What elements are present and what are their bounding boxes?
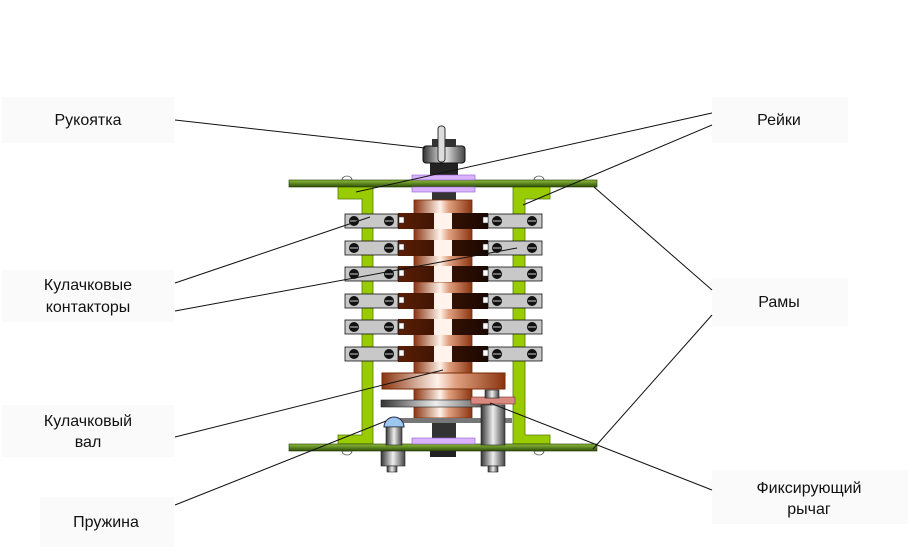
contact-tip-right: [482, 269, 489, 277]
contact-bar-left: [344, 213, 399, 229]
label-cam-contactors-line2: контакторы: [46, 299, 131, 316]
lever-post-foot: [480, 450, 506, 467]
label-cam-shaft-line2: вал: [75, 434, 102, 451]
top-washer-lower: [411, 186, 476, 193]
contact-tip-left: [398, 296, 405, 304]
contact-tip-right: [482, 216, 489, 224]
bottom-washer: [411, 437, 476, 445]
contact-bar-left: [344, 319, 399, 335]
label-cam-contactors: Кулачковые контакторы: [2, 270, 174, 322]
spring-post-nut: [386, 465, 398, 473]
contact-bar-left: [344, 346, 399, 362]
contact-tip-left: [398, 322, 405, 330]
contact-tip-right: [482, 296, 489, 304]
lever-post: [480, 404, 506, 446]
contact-tip-right: [482, 322, 489, 330]
cam-highlight: [434, 293, 452, 309]
contact-tip-left: [398, 349, 405, 357]
shaft-end: [430, 451, 456, 457]
label-locking-lever-line1: Фиксирующий: [757, 480, 862, 497]
label-locking-lever: Фиксирующий рычаг: [712, 470, 908, 524]
cam-highlight: [434, 266, 452, 282]
contact-bar-left: [344, 240, 399, 256]
label-rails: Рейки: [712, 97, 848, 143]
label-cam-contactors-line1: Кулачковые: [44, 277, 132, 294]
label-handle-text: Рукоятка: [55, 112, 122, 129]
contact-tip-left: [398, 243, 405, 251]
cam-disc: [381, 372, 506, 390]
label-cam-shaft: Кулачковый вал: [2, 405, 174, 457]
leader-lines: [174, 112, 713, 506]
label-handle: Рукоятка: [2, 97, 174, 143]
bottom-rail: [288, 443, 598, 452]
lever-post-nut: [484, 389, 500, 399]
contact-tip-left: [398, 269, 405, 277]
label-locking-lever-line2: рычаг: [787, 501, 831, 518]
cam-highlight: [434, 346, 452, 362]
label-spring: Пружина: [40, 497, 174, 547]
cam-highlight: [434, 240, 452, 256]
cam-highlight: [434, 213, 452, 229]
top-washer: [411, 174, 476, 181]
contact-tip-right: [482, 243, 489, 251]
label-frames: Рамы: [712, 278, 848, 326]
label-spring-text: Пружина: [73, 514, 139, 531]
spring-post-foot: [380, 450, 406, 467]
label-cam-shaft-line1: Кулачковый: [44, 413, 132, 430]
contact-tip-left: [398, 216, 405, 224]
contact-bars: [344, 213, 543, 362]
top-rail: [288, 179, 598, 188]
spring: [383, 416, 405, 428]
label-rails-text: Рейки: [757, 112, 801, 129]
lever-bar: [400, 418, 512, 423]
contact-tip-right: [482, 349, 489, 357]
spring-post: [385, 426, 403, 446]
lever-post-nut-bottom: [487, 465, 499, 473]
label-frames-text: Рамы: [758, 294, 800, 311]
cam-highlight: [434, 319, 452, 335]
cam-switch-device: [288, 125, 598, 473]
handle: [422, 125, 466, 178]
contact-bar-left: [344, 293, 399, 309]
